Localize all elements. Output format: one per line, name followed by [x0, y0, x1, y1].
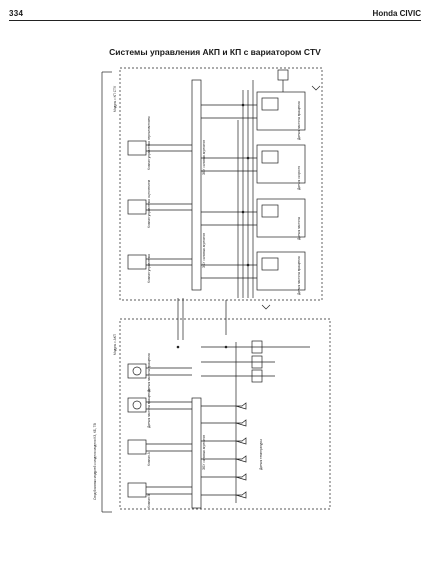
module-label-cvt: Модуль с КП CTV	[113, 85, 117, 112]
page-number: 334	[9, 9, 24, 18]
ecu-bar-lower	[191, 397, 202, 509]
module-label-at: Модуль с АКП	[113, 333, 117, 355]
sensor-label-5: Датчик частоты вращения	[147, 389, 151, 428]
upper-module-box	[119, 67, 323, 301]
lower-module-box	[119, 318, 331, 510]
ecu-bar-upper	[191, 79, 202, 291]
sensor-label-8: Датчик температуры	[259, 439, 263, 470]
solenoid-label-1: Датчик частоты вращения	[297, 101, 301, 140]
bus-label-2: ЭБУ силовых агрегатов	[202, 233, 206, 268]
sensor-label-1: Клапан управления переключением	[147, 117, 151, 171]
sensor-label-4: Датчик частоты вращения	[147, 353, 151, 392]
top-connector	[277, 69, 289, 81]
running-head: Honda CIVIC	[372, 9, 421, 18]
sensor-module-3	[256, 198, 306, 238]
solenoid-label-3: Датчик частоты	[297, 216, 301, 240]
sensor-module-4	[256, 251, 306, 291]
sensor-label-7: Клапан В	[147, 494, 151, 508]
side-note: Свод боковых модулей к модели модели КЗ,…	[93, 423, 97, 500]
sensor-label-6: Клапан А	[147, 451, 151, 466]
solenoid-label-2: Датчик скорости	[297, 166, 301, 190]
sensor-module-2	[256, 144, 306, 184]
valve-2	[127, 199, 147, 215]
valve-3	[127, 254, 147, 270]
header-rule	[9, 20, 421, 21]
solenoid-label-4: Датчик частоты вращения	[297, 256, 301, 295]
sensor-module-1	[256, 91, 306, 131]
valve-1	[127, 140, 147, 156]
sensor-label-3: Клапан управления	[147, 254, 151, 283]
diagram-title: Системы управления АКП и КП с вариатором…	[109, 47, 321, 57]
bus-label-1: ЭБУ силовых агрегатов	[202, 140, 206, 175]
bus-label-3: ЭБУ силовых агрегатов	[202, 435, 206, 470]
sensor-label-2: Клапан управления сцеплением	[147, 180, 151, 228]
ground-symbols	[235, 85, 321, 499]
